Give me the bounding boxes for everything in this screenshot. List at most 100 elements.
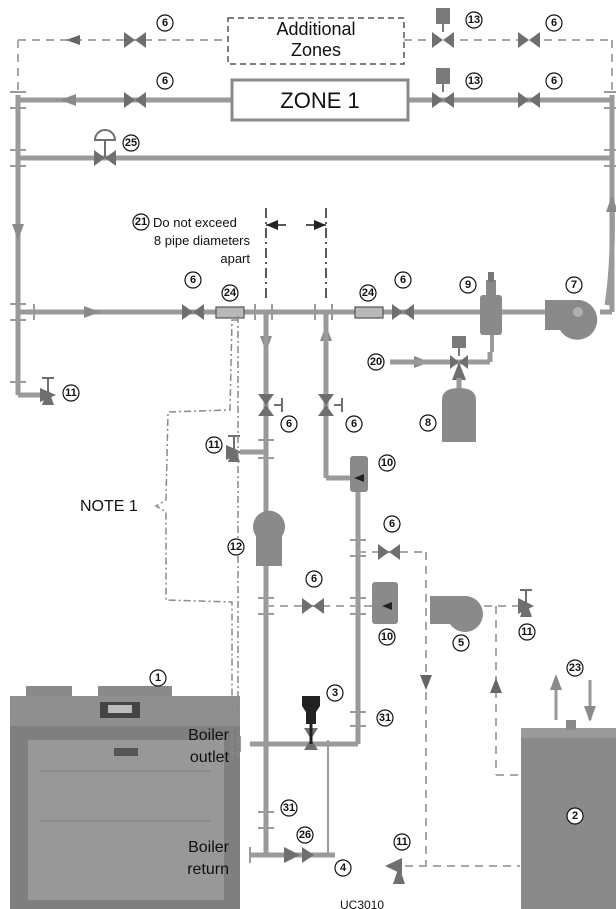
callout-11: 11 bbox=[62, 384, 80, 402]
valve-icon bbox=[392, 304, 414, 320]
svg-text:6: 6 bbox=[400, 274, 406, 286]
callout-23: 23 bbox=[566, 659, 584, 677]
boiler-return-line2: return bbox=[187, 861, 229, 878]
svg-text:6: 6 bbox=[286, 418, 292, 430]
svg-text:3: 3 bbox=[332, 687, 338, 699]
text-labels: Do not exceed 8 pipe diameters apart NOT… bbox=[80, 215, 384, 909]
callout-1: 1 bbox=[149, 669, 167, 687]
svg-text:10: 10 bbox=[381, 631, 393, 643]
callout-10: 10 bbox=[378, 454, 396, 472]
svg-text:6: 6 bbox=[162, 75, 168, 87]
svg-text:1: 1 bbox=[155, 672, 161, 684]
callouts: 6 13 6 6 13 6 25 21 6 24 24 6 9 7 20 11 … bbox=[62, 11, 584, 877]
callout-6: 6 bbox=[545, 72, 563, 90]
valve-icon bbox=[258, 394, 274, 416]
valve-icon bbox=[432, 32, 454, 48]
callout-6: 6 bbox=[383, 515, 401, 533]
valve-icon bbox=[518, 32, 540, 48]
spacing-note-line1: Do not exceed bbox=[153, 215, 237, 230]
additional-zones-box: Additional Zones bbox=[227, 17, 405, 65]
callout-24: 24 bbox=[221, 284, 239, 302]
svg-text:6: 6 bbox=[190, 274, 196, 286]
valve-icon bbox=[318, 394, 334, 416]
zone1-label: ZONE 1 bbox=[280, 88, 359, 113]
valve-icon bbox=[124, 92, 146, 108]
svg-text:2: 2 bbox=[572, 810, 578, 822]
svg-text:21: 21 bbox=[135, 216, 147, 228]
drain-valve-left bbox=[40, 377, 56, 405]
svg-text:31: 31 bbox=[283, 802, 295, 814]
isolation-valves-zones bbox=[124, 32, 540, 108]
valve-icon bbox=[432, 92, 454, 108]
callout-6: 6 bbox=[156, 72, 174, 90]
callout-11: 11 bbox=[518, 623, 536, 641]
svg-text:10: 10 bbox=[381, 457, 393, 469]
callout-31: 31 bbox=[280, 799, 298, 817]
boiler-return-line1: Boiler bbox=[188, 839, 230, 856]
indirect-heater-piping bbox=[266, 544, 534, 884]
svg-text:9: 9 bbox=[465, 279, 471, 291]
svg-text:23: 23 bbox=[569, 662, 581, 674]
callout-6: 6 bbox=[394, 271, 412, 289]
differential-bypass-valve bbox=[93, 129, 117, 166]
svg-text:6: 6 bbox=[351, 418, 357, 430]
callout-6: 6 bbox=[184, 271, 202, 289]
flow-arrows bbox=[12, 94, 616, 368]
note1-bracket bbox=[154, 316, 239, 760]
valve-icon bbox=[302, 598, 324, 614]
svg-text:6: 6 bbox=[162, 17, 168, 29]
svg-text:25: 25 bbox=[125, 137, 137, 149]
svg-text:6: 6 bbox=[311, 573, 317, 585]
valve-icon bbox=[518, 92, 540, 108]
callout-11: 11 bbox=[205, 436, 223, 454]
callout-9: 9 bbox=[459, 276, 477, 294]
callout-12: 12 bbox=[227, 538, 245, 556]
svg-text:6: 6 bbox=[551, 17, 557, 29]
callout-26: 26 bbox=[296, 826, 314, 844]
svg-text:11: 11 bbox=[521, 626, 533, 638]
boiler bbox=[10, 686, 240, 909]
callout-25: 25 bbox=[122, 134, 140, 152]
indirect-water-heater bbox=[521, 674, 616, 909]
svg-text:24: 24 bbox=[224, 287, 237, 299]
callout-6: 6 bbox=[156, 14, 174, 32]
zone1-box: ZONE 1 bbox=[230, 78, 410, 122]
spacing-dimension bbox=[265, 208, 327, 300]
callout-6: 6 bbox=[280, 415, 298, 433]
callout-6: 6 bbox=[305, 570, 323, 588]
boiler-outlet-line1: Boiler bbox=[188, 727, 230, 744]
svg-text:6: 6 bbox=[389, 518, 395, 530]
callout-3: 3 bbox=[326, 684, 344, 702]
callout-4: 4 bbox=[334, 859, 352, 877]
valve-icon bbox=[378, 544, 400, 560]
svg-text:8: 8 bbox=[425, 417, 431, 429]
svg-text:13: 13 bbox=[468, 75, 480, 87]
note1-label: NOTE 1 bbox=[80, 498, 138, 515]
callout-24: 24 bbox=[359, 284, 377, 302]
callout-8: 8 bbox=[419, 414, 437, 432]
callout-13: 13 bbox=[465, 72, 483, 90]
svg-text:11: 11 bbox=[65, 387, 77, 399]
zone-valve-actuators bbox=[436, 8, 450, 92]
svg-text:24: 24 bbox=[362, 287, 375, 299]
callout-20: 20 bbox=[367, 353, 385, 371]
svg-text:31: 31 bbox=[379, 712, 391, 724]
callout-31: 31 bbox=[376, 709, 394, 727]
callout-2: 2 bbox=[566, 807, 584, 825]
svg-text:12: 12 bbox=[230, 541, 242, 553]
svg-text:13: 13 bbox=[468, 14, 480, 26]
callout-5: 5 bbox=[452, 634, 470, 652]
expansion-tank-assembly bbox=[390, 336, 493, 442]
relief-valve bbox=[302, 696, 320, 750]
callout-21: 21 bbox=[132, 213, 150, 231]
boiler-drain bbox=[284, 847, 314, 863]
main-loop-components bbox=[182, 272, 598, 352]
svg-text:5: 5 bbox=[458, 637, 464, 649]
callout-6: 6 bbox=[345, 415, 363, 433]
svg-text:20: 20 bbox=[370, 356, 382, 368]
svg-text:11: 11 bbox=[208, 439, 220, 451]
callout-11: 11 bbox=[393, 833, 411, 851]
callout-10: 10 bbox=[378, 628, 396, 646]
flow-arrow bbox=[66, 35, 80, 45]
